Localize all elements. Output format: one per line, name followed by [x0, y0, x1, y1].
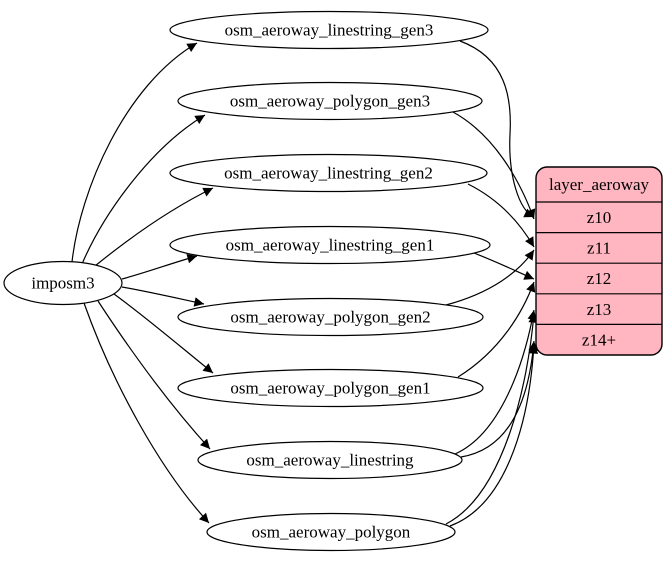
edge-osm-aeroway-linestring-to-z14: [460, 340, 538, 458]
edge-osm-aeroway-linestring-gen2-to-z11: [467, 183, 535, 248]
table-node-shape: [206, 512, 456, 552]
layer-row-z14: z14+: [582, 331, 616, 350]
table-node-osm-aeroway-polygon-gen3: osm_aeroway_polygon_gen3: [177, 81, 483, 121]
edge-imposm3-to-osm-aeroway-polygon-gen3: [81, 114, 206, 265]
table-node-shape: [177, 297, 484, 337]
table-node-label: osm_aeroway_linestring_gen1: [226, 236, 435, 255]
edges-to-layer: [445, 40, 539, 527]
edge-imposm3-to-osm-aeroway-linestring-gen3: [71, 42, 198, 263]
table-node-osm-aeroway-linestring-gen2: osm_aeroway_linestring_gen2: [169, 153, 488, 193]
table-node-shape: [197, 440, 463, 480]
edge-osm-aeroway-linestring-to-z13: [454, 309, 538, 455]
edge-osm-aeroway-polygon-gen3-to-z10: [452, 111, 536, 220]
table-node-shape: [169, 10, 489, 50]
edge-osm-aeroway-polygon-to-z13: [445, 312, 538, 525]
layer-row-z12: z12: [587, 269, 612, 288]
table-node-shape: [169, 153, 488, 193]
table-node-shape: [177, 368, 484, 408]
edge-osm-aeroway-linestring-gen3-to-z10: [459, 40, 535, 218]
table-node-osm-aeroway-polygon-gen1: osm_aeroway_polygon_gen1: [177, 368, 484, 408]
edge-osm-aeroway-polygon-to-z14: [449, 343, 539, 527]
table-node-label: osm_aeroway_linestring_gen3: [225, 21, 434, 40]
table-node-label: osm_aeroway_polygon: [252, 523, 411, 542]
edge-imposm3-to-osm-aeroway-polygon-gen2: [121, 286, 205, 307]
source-node-imposm3: imposm3: [3, 260, 123, 306]
layer-row-z11: z11: [587, 239, 611, 258]
edge-imposm3-to-osm-aeroway-polygon: [83, 302, 210, 524]
edge-imposm3-to-osm-aeroway-linestring: [97, 300, 211, 450]
layer-row-z10: z10: [587, 208, 612, 227]
edge-imposm3-to-osm-aeroway-linestring-gen1: [121, 253, 198, 280]
layer-node-title: layer_aeroway: [549, 175, 650, 194]
table-node-label: osm_aeroway_linestring: [246, 451, 414, 470]
table-node-shape: [169, 225, 491, 265]
layer-node-box: [535, 166, 663, 356]
table-node-label: osm_aeroway_linestring_gen2: [224, 164, 433, 183]
table-node-label: osm_aeroway_polygon_gen1: [230, 379, 430, 398]
table-node-osm-aeroway-linestring: osm_aeroway_linestring: [197, 440, 463, 480]
table-node-label: osm_aeroway_polygon_gen3: [230, 92, 430, 111]
edge-osm-aeroway-linestring-gen1-to-z12: [473, 252, 535, 280]
edge-imposm3-to-osm-aeroway-polygon-gen1: [113, 293, 214, 374]
edges-from-source: [71, 42, 214, 524]
table-node-osm-aeroway-polygon: osm_aeroway_polygon: [206, 512, 456, 552]
edge-imposm3-to-osm-aeroway-linestring-gen2: [94, 187, 214, 267]
edge-osm-aeroway-polygon-gen1-to-z12: [457, 281, 536, 378]
source-node-label: imposm3: [31, 274, 94, 293]
source-node-shape: [3, 260, 123, 306]
table-node-osm-aeroway-linestring-gen3: osm_aeroway_linestring_gen3: [169, 10, 489, 50]
table-node-shape: [177, 81, 483, 121]
layer-row-z13: z13: [587, 300, 612, 319]
layer-node: layer_aeroway z10 z11 z12 z13 z14+: [535, 166, 663, 356]
table-node-osm-aeroway-linestring-gen1: osm_aeroway_linestring_gen1: [169, 225, 491, 265]
edge-osm-aeroway-polygon-gen2-to-z11: [445, 249, 535, 306]
table-node-label: osm_aeroway_polygon_gen2: [230, 308, 430, 327]
table-node-osm-aeroway-polygon-gen2: osm_aeroway_polygon_gen2: [177, 297, 484, 337]
